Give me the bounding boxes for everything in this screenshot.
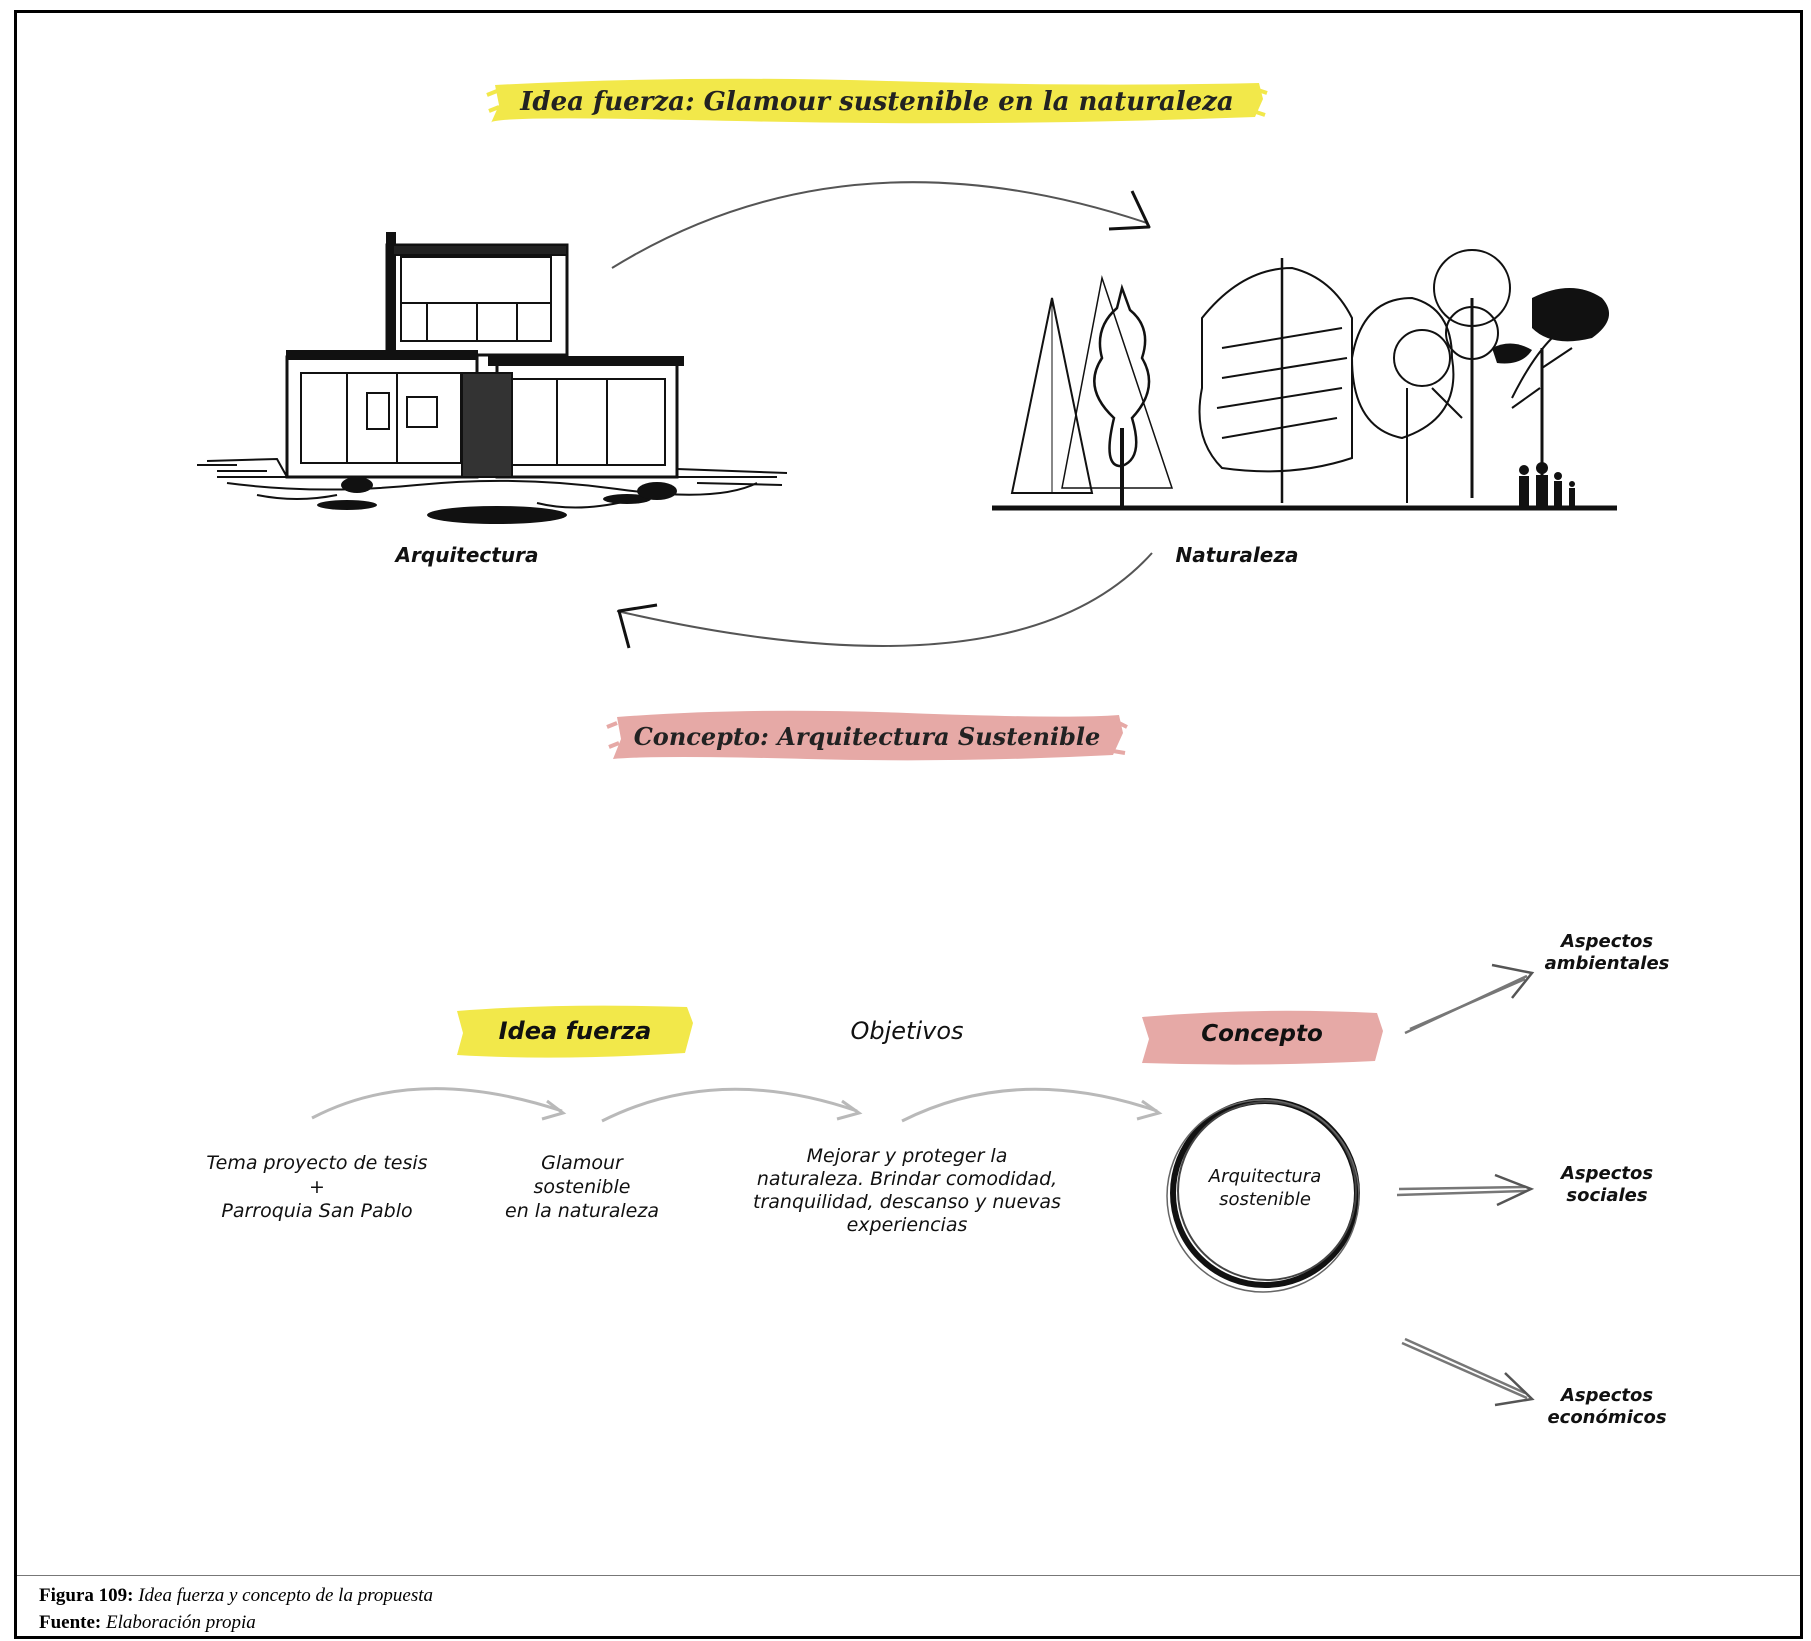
step3-line1: Mejorar y proteger la	[806, 1145, 1008, 1167]
figure-text: Idea fuerza y concepto de la propuesta	[138, 1585, 433, 1606]
flow-connectors	[311, 963, 1535, 1407]
figure-frame: Idea fuerza: Glamour sustenible en la na…	[14, 10, 1803, 1639]
step-glamour: Glamour sostenible en la naturaleza	[472, 1151, 692, 1223]
source-label: Fuente:	[39, 1612, 102, 1633]
aspectos-economicos: Aspectos económicos	[1527, 1385, 1687, 1429]
concept-title: Concepto: Arquitectura Sustenible	[633, 721, 1101, 751]
circle-line1: Arquitectura	[1208, 1166, 1322, 1187]
step2-line2: sostenible	[533, 1176, 631, 1198]
aspect1-line2: ambientales	[1544, 953, 1670, 974]
step3-line3: tranquilidad, descanso y nuevas	[753, 1191, 1061, 1213]
aspect1-line1: Aspectos	[1560, 931, 1654, 952]
architecture-sketch	[197, 232, 788, 524]
aspect2-line2: sociales	[1566, 1185, 1648, 1206]
step1-line3: Parroquia San Pablo	[221, 1200, 413, 1222]
step-tema-proyecto: Tema proyecto de tesis + Parroquia San P…	[167, 1151, 467, 1223]
label-arquitectura: Arquitectura	[395, 543, 539, 567]
label-naturaleza: Naturaleza	[1175, 543, 1299, 567]
source-text: Elaboración propia	[106, 1612, 256, 1633]
step1-line1: Tema proyecto de tesis	[206, 1152, 428, 1174]
circle-line2: sostenible	[1219, 1189, 1311, 1210]
tags-highlights	[457, 1005, 1383, 1065]
aspectos-ambientales: Aspectos ambientales	[1527, 931, 1687, 975]
aspect2-line1: Aspectos	[1560, 1163, 1654, 1184]
nature-sketch	[992, 249, 1617, 511]
step1-line2: +	[309, 1176, 325, 1198]
concept-highlight	[606, 710, 1128, 761]
aspectos-sociales: Aspectos sociales	[1537, 1163, 1677, 1207]
tag-objetivos: Objetivos	[850, 1017, 964, 1045]
step3-line4: experiencias	[846, 1214, 968, 1236]
aspect3-line2: económicos	[1547, 1407, 1667, 1428]
arrow-to-nature	[611, 181, 1153, 649]
step2-line1: Glamour	[541, 1152, 623, 1174]
step-objetivos: Mejorar y proteger la naturaleza. Brinda…	[737, 1145, 1077, 1237]
tag-idea-fuerza: Idea fuerza	[498, 1017, 652, 1045]
source-caption: Fuente: Elaboración propia	[39, 1612, 256, 1634]
circle-arquitectura-sostenible: Arquitectura sostenible	[1185, 1165, 1345, 1211]
step3-line2: naturaleza. Brindar comodidad,	[756, 1168, 1058, 1190]
aspect3-line1: Aspectos	[1560, 1385, 1654, 1406]
idea-fuerza-title: Idea fuerza: Glamour sustenible en la na…	[520, 87, 1234, 117]
figure-caption: Figura 109: Idea fuerza y concepto de la…	[39, 1585, 433, 1607]
tag-concepto: Concepto	[1201, 1021, 1323, 1047]
figure-label: Figura 109:	[39, 1585, 134, 1606]
caption-divider	[17, 1575, 1800, 1576]
title-highlight	[486, 78, 1268, 124]
step2-line3: en la naturaleza	[505, 1200, 659, 1222]
